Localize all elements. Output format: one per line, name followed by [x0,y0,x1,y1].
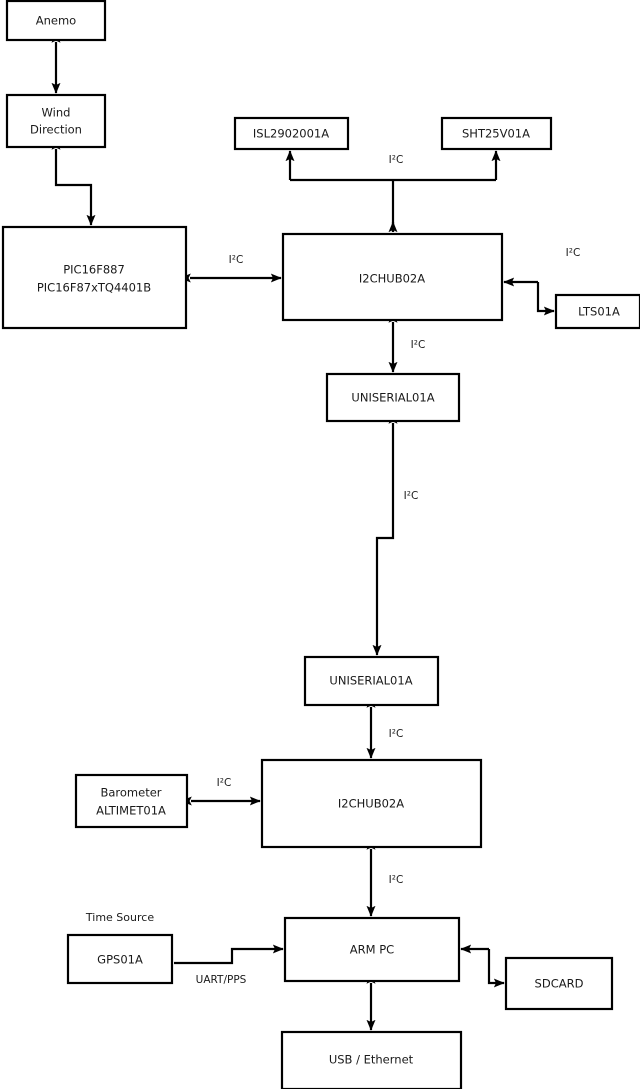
edge-i2chub-top-uniserial-upper: I²C [388,311,426,373]
edge-label-hub-uniserial: I²C [411,339,426,351]
node-box[interactable] [1,225,188,330]
node-wind-direction[interactable]: Wind Direction [5,93,107,149]
edge-i2chub-bottom-armpc: I²C [366,838,404,917]
node-label-barometer-line1: Barometer [100,786,161,800]
edge-armpc-sdcard [460,944,505,988]
annotation-time-source: Time Source [85,911,154,924]
node-label-sdcard: SDCARD [535,977,584,991]
edge-label-uniserial-link: I²C [404,490,419,502]
edge-wind-direction-pic [51,138,96,226]
edge-label-pic-hub: I²C [229,254,244,266]
edge-label-hub2-armpc: I²C [389,874,404,886]
node-box[interactable] [5,0,107,42]
node-uniserial01a-upper[interactable]: UNISERIAL01A [325,372,461,423]
edge-pic-i2chub-top: I²C [179,254,282,283]
node-box[interactable] [233,116,350,151]
edge-line [174,944,284,965]
node-label-sht: SHT25V01A [462,127,530,141]
edge-uniserial-lower-i2chub-bottom: I²C [366,696,404,759]
node-arm-pc[interactable]: ARM PC [283,916,461,983]
edge-i2chub-top-lts: I²C [503,247,581,316]
node-label-lts: LTS01A [578,305,620,319]
node-label-arm-pc: ARM PC [350,943,394,957]
node-box[interactable] [260,758,483,849]
node-box[interactable] [74,773,189,829]
node-box[interactable] [504,956,614,1011]
edge-label-baro-hub2: I²C [217,777,232,789]
node-usb-ethernet[interactable]: USB / Ethernet [280,1030,463,1089]
node-label-uniserial-upper: UNISERIAL01A [351,391,434,405]
node-gps01a[interactable]: GPS01A [66,933,174,985]
node-box[interactable] [281,232,504,322]
node-box[interactable] [325,372,461,423]
node-box[interactable] [283,916,461,983]
edge-i2chub-top-sensors: I²C [285,150,501,233]
node-box[interactable] [5,93,107,149]
edge-uniserial-upper-lower: I²C [372,412,419,656]
edge-label-uniserial-hub2: I²C [389,728,404,740]
node-box[interactable] [280,1030,463,1089]
edge-line-to-lts [536,282,555,316]
edge-gps-armpc: UART/PPS [174,944,284,986]
edge-line [372,412,398,656]
node-box[interactable] [440,116,553,151]
node-label-pic-line1: PIC16F887 [63,263,125,277]
node-i2chub02a-top[interactable]: I2CHUB02A [281,232,504,322]
edge-label-hub-sensors: I²C [389,154,404,166]
node-barometer-altimet01a[interactable]: Barometer ALTIMET01A [74,773,189,829]
node-pic-microcontroller[interactable]: PIC16F887 PIC16F87xTQ4401B [1,225,188,330]
node-box[interactable] [66,933,174,985]
node-label-i2chub-bottom: I2CHUB02A [338,797,404,811]
node-label-i2chub-top: I2CHUB02A [359,272,425,286]
node-label-wind-direction-line1: Wind [42,106,71,120]
node-label-uniserial-lower: UNISERIAL01A [329,674,412,688]
node-sht25v01a[interactable]: SHT25V01A [440,116,553,151]
node-label-usb-ethernet: USB / Ethernet [329,1053,414,1067]
node-anemo[interactable]: Anemo [5,0,107,42]
edge-line-to-sdcard [487,949,505,988]
node-label-anemo: Anemo [36,14,76,28]
edge-barometer-i2chub-bottom: I²C [180,777,261,806]
node-isl2902001a[interactable]: ISL2902001A [233,116,350,151]
node-label-wind-direction-line2: Direction [30,123,82,137]
node-lts01a[interactable]: LTS01A [554,293,640,330]
node-box[interactable] [303,655,440,707]
node-box[interactable] [554,293,640,330]
edge-label-hub-lts: I²C [566,247,581,259]
edge-line [51,138,96,226]
node-i2chub02a-bottom[interactable]: I2CHUB02A [260,758,483,849]
node-label-barometer-line2: ALTIMET01A [96,804,166,818]
edge-label-gps-armpc: UART/PPS [196,974,247,986]
node-label-gps: GPS01A [97,953,143,967]
node-label-pic-line2: PIC16F87xTQ4401B [37,281,151,295]
node-sdcard[interactable]: SDCARD [504,956,614,1011]
node-uniserial01a-lower[interactable]: UNISERIAL01A [303,655,440,707]
node-label-isl: ISL2902001A [253,127,329,141]
